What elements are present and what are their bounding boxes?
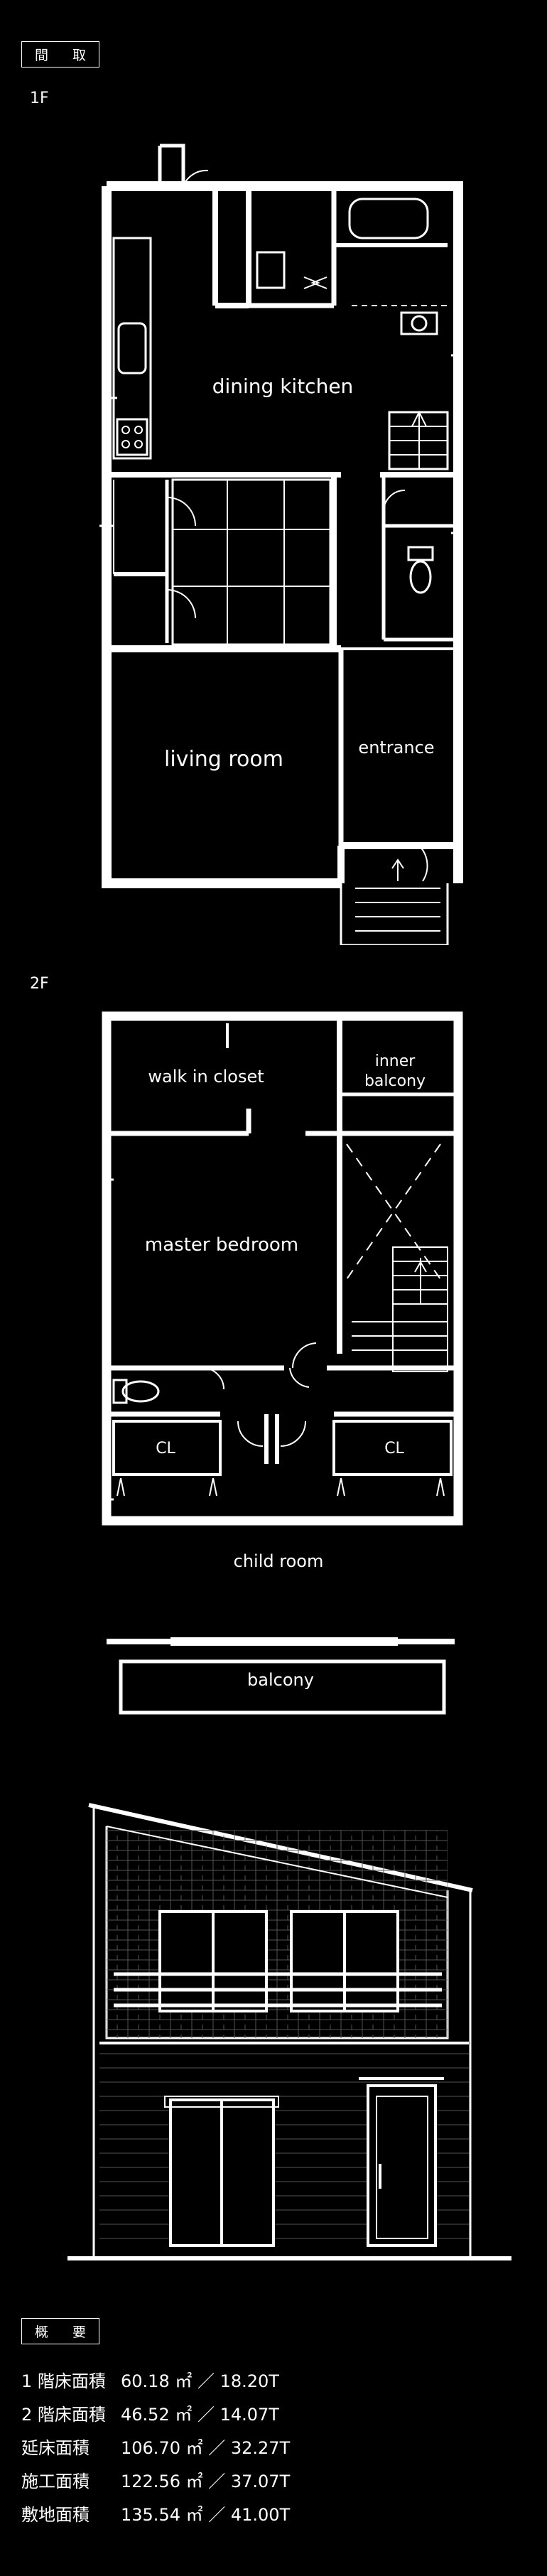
room-dining-kitchen: dining kitchen [212,374,354,398]
summary-list: 1 階床面積 60.18 ㎡ ／ 18.20T 2 階床面積 46.52 ㎡ ／… [21,2363,290,2530]
summary-label: 2 階床面積 [21,2405,106,2425]
summary-row: 2 階床面積 46.52 ㎡ ／ 14.07T [21,2396,290,2430]
summary-label: 延床面積 [21,2438,90,2458]
room-balcony: balcony [247,1670,314,1690]
room-cl-left: CL [156,1440,175,1457]
floor-plan-2f: walk in closet inner balcony master bedr… [102,1011,463,1715]
room-cl-right: CL [384,1440,404,1457]
summary-label: 施工面積 [21,2472,90,2491]
summary-value: 135.54 ㎡ ／ 41.00T [121,2505,291,2525]
room-inner-balcony-line1: inner [375,1052,416,1070]
summary-value: 106.70 ㎡ ／ 32.27T [121,2438,291,2458]
section-tag-gaiyou: 概 要 [21,2318,100,2344]
room-living-room: living room [164,747,283,772]
section-tag-madori: 間 取 [21,41,100,68]
floor-plan-1f: dining kitchen living room entrance [99,144,463,945]
room-inner-balcony-line2: balcony [364,1072,426,1090]
floor-label-1f: 1F [30,90,49,107]
summary-row: 1 階床面積 60.18 ㎡ ／ 18.20T [21,2363,290,2396]
summary-value: 122.56 ㎡ ／ 37.07T [121,2472,291,2491]
floor-label-2f: 2F [30,975,49,993]
elevation-drawing [67,1803,511,2260]
room-entrance: entrance [358,738,434,758]
summary-row: 敷地面積 135.54 ㎡ ／ 41.00T [21,2496,290,2530]
room-walk-in-closet: walk in closet [148,1067,264,1087]
summary-label: 1 階床面積 [21,2371,106,2391]
summary-value: 60.18 ㎡ ／ 18.20T [121,2371,279,2391]
summary-label: 敷地面積 [21,2505,90,2525]
room-master-bedroom: master bedroom [145,1234,298,1256]
summary-value: 46.52 ㎡ ／ 14.07T [121,2405,279,2425]
room-child-room: child room [234,1551,324,1571]
summary-row: 延床面積 106.70 ㎡ ／ 32.27T [21,2430,290,2463]
summary-row: 施工面積 122.56 ㎡ ／ 37.07T [21,2463,290,2496]
